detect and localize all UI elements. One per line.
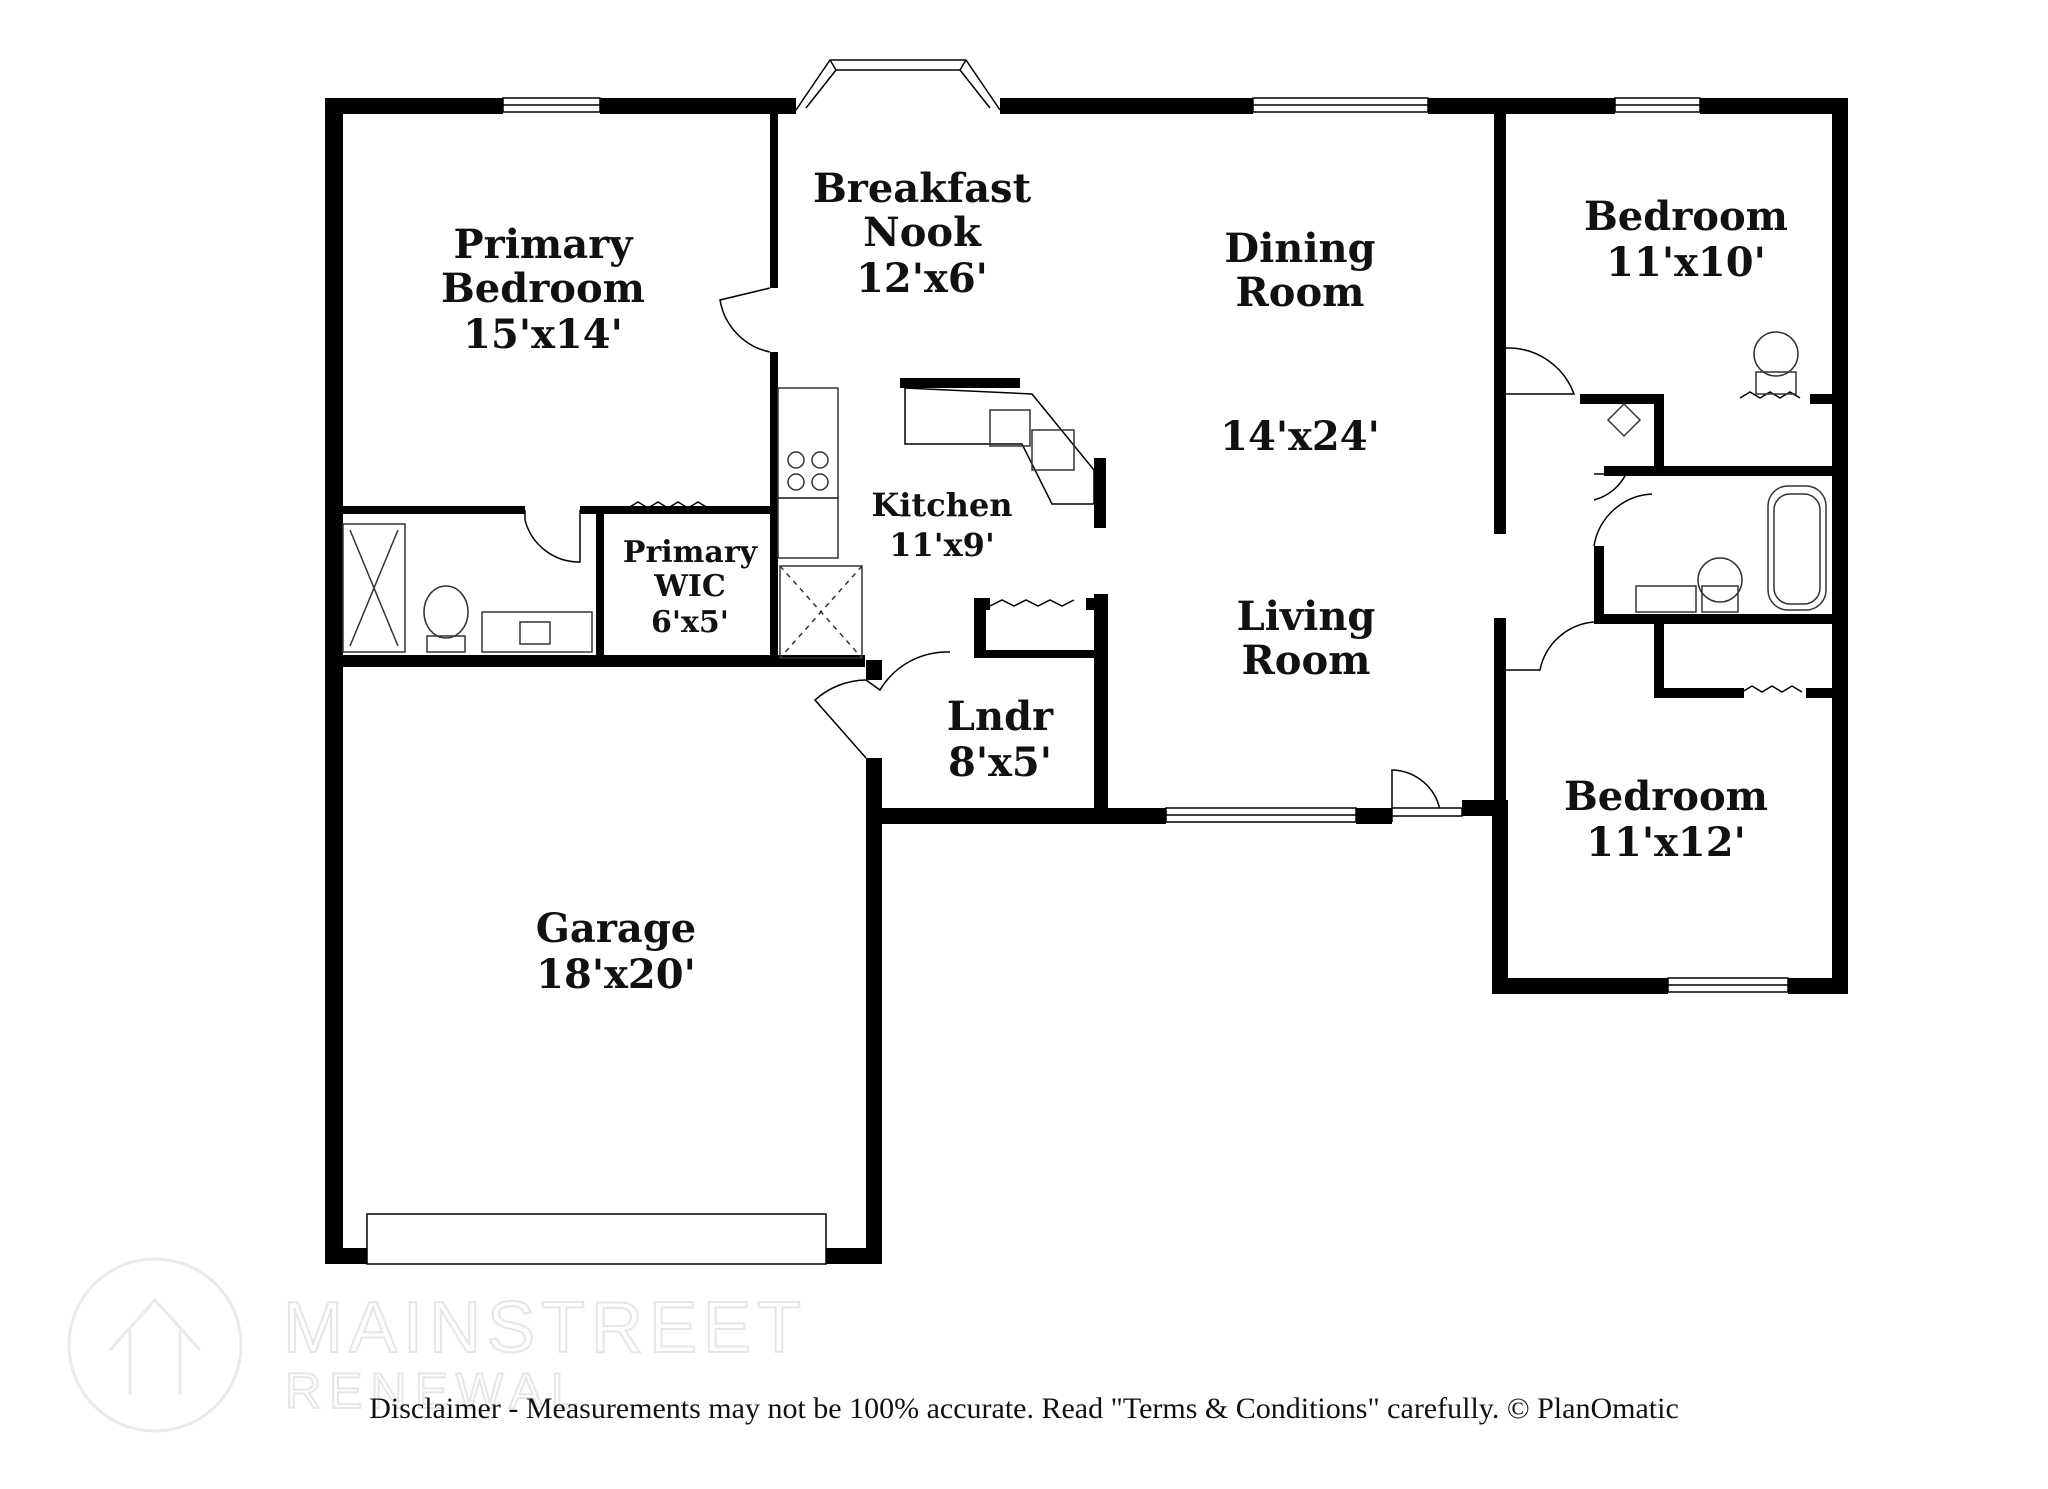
dining-living-dims: 14'x24' [1220,413,1380,460]
garage-label: Garage [536,905,697,952]
watermark-line2: RENEWAL [285,1363,586,1419]
primary-bedroom-label: Primary [454,221,635,268]
disclaimer-text: Disclaimer - Measurements may not be 100… [369,1392,1679,1425]
fixtures [342,331,1827,659]
walls [325,98,1848,1264]
mainstreet-logo-icon [67,1257,243,1433]
watermark-line1: MAINSTREET [283,1288,807,1368]
doors [524,287,1803,822]
dining-room-label: Dining [1224,225,1375,272]
breakfast-nook-dims: 12'x6' [856,255,988,302]
bedroom-bottom-label: Bedroom [1564,773,1768,820]
laundry-label: Lndr [947,693,1054,740]
living-room-label-2: Room [1242,637,1371,684]
kitchen-dims: 11'x9' [889,526,994,564]
breakfast-nook-label: Breakfast [813,165,1032,212]
room-labels: Primary Bedroom 15'x14' Breakfast Nook 1… [441,165,1788,998]
kitchen-label: Kitchen [871,486,1012,524]
breakfast-nook-label-2: Nook [863,209,982,256]
bedroom-top-label: Bedroom [1584,193,1788,240]
primary-wic-label-2: WIC [653,569,726,604]
garage-dims: 18'x20' [536,951,696,998]
primary-wic-label: Primary [623,535,759,570]
bedroom-top-dims: 11'x10' [1606,239,1766,286]
primary-bedroom-dims: 15'x14' [463,311,623,358]
living-room-label: Living [1237,593,1376,640]
bedroom-bottom-dims: 11'x12' [1586,819,1746,866]
primary-bedroom-label-2: Bedroom [441,265,645,312]
windows [366,59,1789,1265]
primary-wic-dims: 6'x5' [651,605,729,640]
laundry-dims: 8'x5' [948,739,1052,786]
dining-room-label-2: Room [1236,269,1365,316]
